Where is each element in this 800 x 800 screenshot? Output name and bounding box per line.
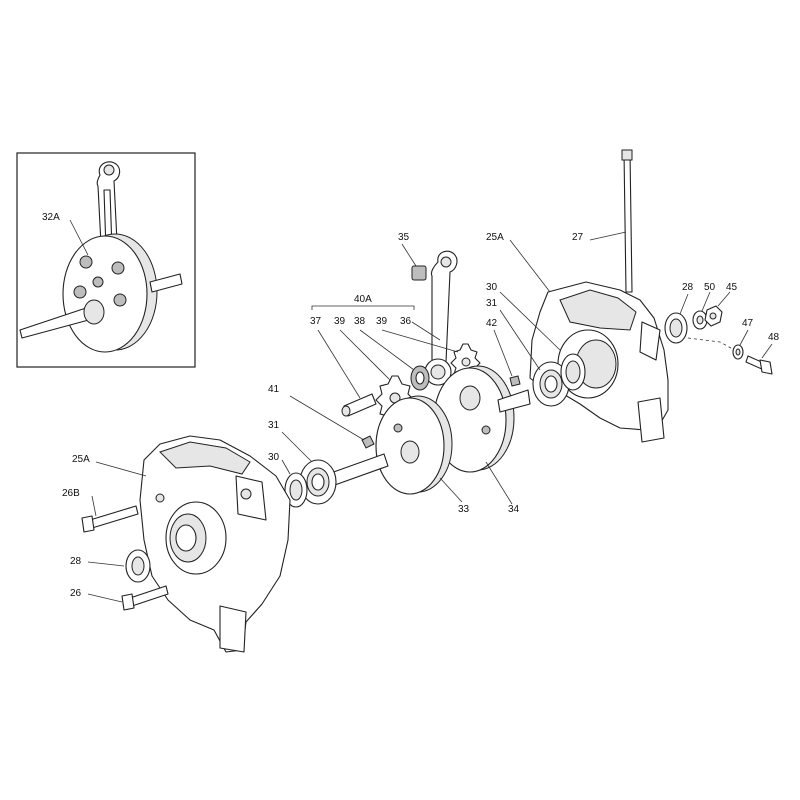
roller-bearing-38 [359,329,430,391]
callout-30-left: 30 [268,452,280,463]
callout-41: 41 [268,384,280,395]
callout-45: 45 [726,282,738,293]
bearing-31-left: 31 [268,420,337,505]
callout-26: 26 [70,588,82,599]
callout-30-top: 30 [486,282,498,293]
callout-50: 50 [704,282,716,293]
callout-40A: 40A [354,294,372,305]
inset-crankshaft-assembly: 32A [16,152,196,368]
woodruff-key-41: 41 [268,384,375,449]
callout-26B: 26B [62,488,80,499]
needle-bearing-35: 35 [398,232,427,281]
seal-30-left: 30 [268,452,308,508]
bolt-26: 26 [70,585,169,611]
callout-35: 35 [398,232,410,243]
dashed-assembly-line [687,337,739,353]
callout-39a: 39 [334,316,346,327]
stud-27: 27 [572,149,633,293]
group-40A: 40A 37 39 38 39 [310,294,415,327]
crankcase-half-left: 25A [72,435,291,653]
callout-37: 37 [310,316,322,327]
flywheel-34: 34 [433,365,531,515]
bolt-26B: 26B [62,488,139,533]
inset-shafts [19,273,183,339]
callout-33: 33 [458,504,470,515]
callout-32A: 32A [42,212,60,223]
callout-39b: 39 [376,316,388,327]
seal-28-right: 28 [664,282,694,344]
callout-27: 27 [572,232,584,243]
seal-30-right: 30 [486,282,586,391]
bolt-48: 48 [745,332,780,375]
crank-pin-37 [317,329,377,417]
nut-45: 45 [704,282,738,327]
callout-48: 48 [768,332,780,343]
callout-28-left: 28 [70,556,82,567]
washer-50: 50 [692,282,716,330]
callout-36: 36 [400,316,412,327]
washer-47: 47 [732,318,754,360]
callout-42: 42 [486,318,498,329]
seal-28-left: 28 [70,549,151,583]
callout-38: 38 [354,316,366,327]
inset-flywheels [62,233,158,353]
key-42: 42 [486,318,521,387]
callout-25A-top: 25A [486,232,504,243]
callout-28-top: 28 [682,282,694,293]
callout-47: 47 [742,318,754,329]
callout-31-top: 31 [486,298,498,309]
callout-31-left: 31 [268,420,280,431]
crankcase-half-right: 25A [486,232,669,443]
connecting-rod-36: 36 [400,250,458,386]
flywheel-33: 33 [327,395,470,515]
callout-34: 34 [508,504,520,515]
callout-25A-left: 25A [72,454,90,465]
leader-32A [69,219,89,256]
